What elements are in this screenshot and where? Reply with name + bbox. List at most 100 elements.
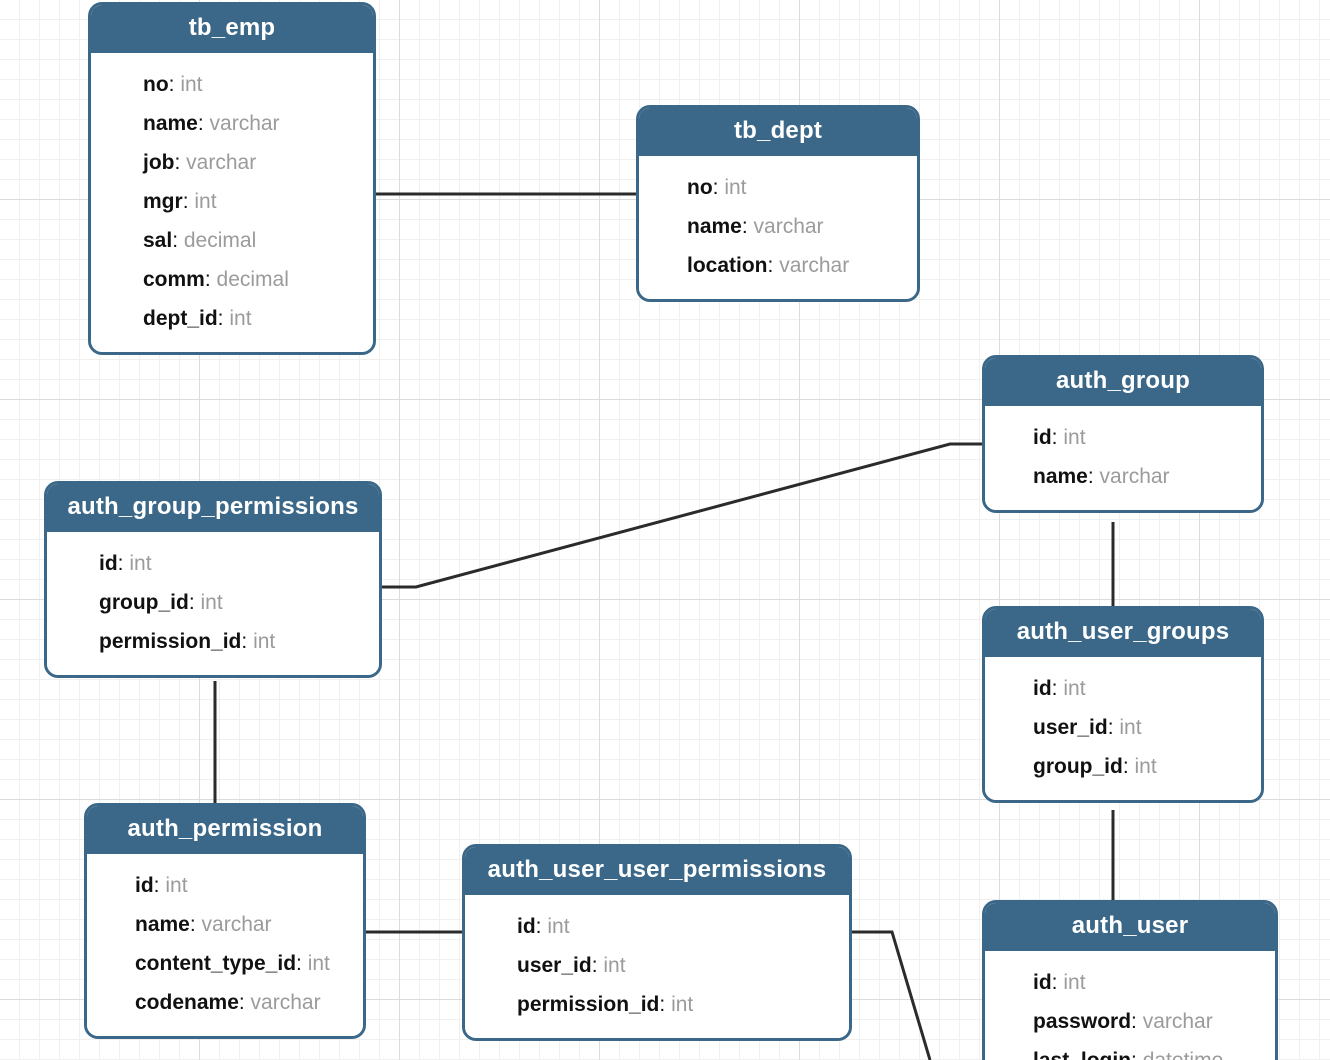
field-separator: :	[189, 913, 202, 937]
field-type: varchar	[753, 215, 824, 239]
field-row[interactable]: id: int	[985, 669, 1261, 708]
field-row[interactable]: password: varchar	[985, 1002, 1275, 1041]
field-row[interactable]: name: varchar	[985, 457, 1261, 496]
field-type: int	[1134, 755, 1157, 779]
field-separator: :	[188, 591, 201, 615]
field-row[interactable]: permission_id: int	[47, 622, 379, 661]
field-row[interactable]: id: int	[87, 866, 363, 905]
field-type: decimal	[216, 268, 289, 292]
field-name: no	[143, 73, 169, 97]
field-type: int	[1063, 677, 1086, 701]
field-row[interactable]: id: int	[465, 907, 849, 946]
field-row[interactable]: name: varchar	[639, 207, 917, 246]
field-separator: :	[1122, 755, 1135, 779]
field-type: varchar	[779, 254, 850, 278]
field-separator: :	[1087, 465, 1100, 489]
field-row[interactable]: dept_id: int	[91, 299, 373, 338]
field-type: int	[1063, 971, 1086, 995]
field-separator: :	[296, 952, 308, 976]
field-name: id	[135, 874, 154, 898]
field-type: int	[547, 915, 570, 939]
field-row[interactable]: codename: varchar	[87, 983, 363, 1022]
relationship-edge[interactable]	[382, 442, 982, 589]
field-separator: :	[741, 215, 754, 239]
field-type: int	[194, 190, 217, 214]
field-type: int	[253, 630, 276, 654]
field-separator: :	[238, 991, 251, 1015]
field-row[interactable]: name: varchar	[91, 104, 373, 143]
entity-title-auth_user: auth_user	[985, 903, 1275, 952]
field-separator: :	[591, 954, 604, 978]
field-type: int	[129, 552, 152, 576]
field-type: int	[1119, 716, 1142, 740]
relationship-edge[interactable]	[852, 930, 932, 1060]
field-row[interactable]: mgr: int	[91, 182, 373, 221]
field-name: id	[1033, 971, 1052, 995]
field-row[interactable]: last_login: datetime	[985, 1041, 1275, 1060]
field-name: content_type_id	[135, 952, 297, 976]
field-row[interactable]: no: int	[91, 65, 373, 104]
field-row[interactable]: user_id: int	[985, 708, 1261, 747]
field-separator: :	[217, 307, 230, 331]
field-type: datetime	[1143, 1049, 1224, 1060]
field-row[interactable]: job: varchar	[91, 143, 373, 182]
field-name: id	[1033, 426, 1052, 450]
field-separator: :	[1131, 1010, 1143, 1034]
field-separator: :	[1107, 716, 1120, 740]
field-separator: :	[712, 176, 725, 200]
field-row[interactable]: user_id: int	[465, 946, 849, 985]
field-row[interactable]: comm: decimal	[91, 260, 373, 299]
field-separator: :	[204, 268, 217, 292]
field-row[interactable]: sal: decimal	[91, 221, 373, 260]
field-row[interactable]: no: int	[639, 168, 917, 207]
field-row[interactable]: content_type_id: int	[87, 944, 363, 983]
entity-title-auth_permission: auth_permission	[87, 806, 363, 855]
field-name: name	[143, 112, 198, 136]
field-name: id	[99, 552, 118, 576]
entity-title-auth_group: auth_group	[985, 358, 1261, 407]
field-row[interactable]: permission_id: int	[465, 985, 849, 1024]
field-name: user_id	[517, 954, 592, 978]
field-row[interactable]: group_id: int	[985, 747, 1261, 786]
field-name: group_id	[99, 591, 189, 615]
field-name: no	[687, 176, 713, 200]
field-name: name	[1033, 465, 1088, 489]
field-type: varchar	[209, 112, 280, 136]
field-name: last_login	[1033, 1049, 1131, 1060]
field-row[interactable]: name: varchar	[87, 905, 363, 944]
field-name: user_id	[1033, 716, 1108, 740]
field-row[interactable]: id: int	[985, 963, 1275, 1002]
field-name: permission_id	[99, 630, 242, 654]
field-type: varchar	[186, 151, 257, 175]
field-row[interactable]: group_id: int	[47, 583, 379, 622]
field-row[interactable]: id: int	[47, 544, 379, 583]
field-name: location	[687, 254, 768, 278]
field-separator: :	[117, 552, 130, 576]
field-name: permission_id	[517, 993, 660, 1017]
field-separator: :	[535, 915, 548, 939]
field-separator: :	[174, 151, 187, 175]
field-separator: :	[1051, 971, 1064, 995]
field-name: name	[135, 913, 190, 937]
field-separator: :	[1051, 677, 1064, 701]
field-name: id	[1033, 677, 1052, 701]
field-separator: :	[153, 874, 166, 898]
field-type: decimal	[183, 229, 257, 253]
field-row[interactable]: id: int	[985, 418, 1261, 457]
field-row[interactable]: location: varchar	[639, 246, 917, 285]
field-name: codename	[135, 991, 239, 1015]
field-name: id	[517, 915, 536, 939]
